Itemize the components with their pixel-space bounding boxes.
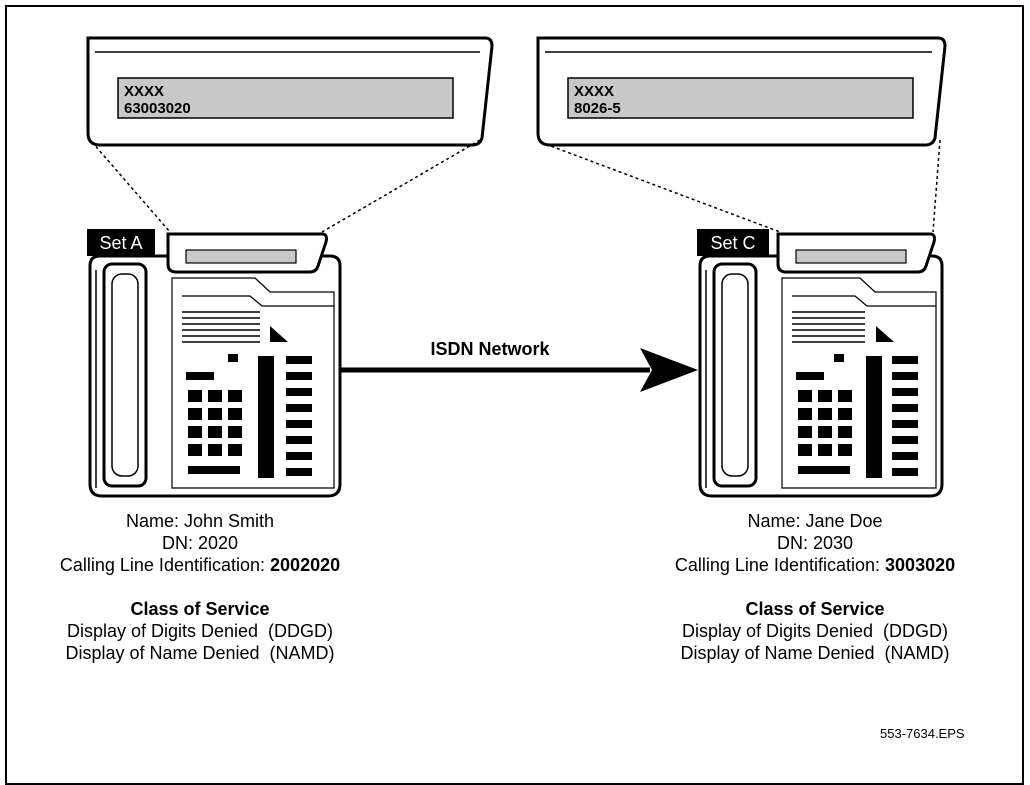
set-c-cos-title: Class of Service [745,599,885,619]
set-c-label-box [697,229,769,256]
set-c-caption: Name: Jane Doe DN: 2030 Calling Line Ide… [625,510,1005,664]
set-a-callout-line1: XXXX [124,83,164,100]
set-a-dn: 2020 [197,533,239,553]
set-a-caption: Name: John Smith DN: 2020 Calling Line I… [20,510,380,664]
set-a-label: Set A [99,233,142,253]
set-a-cli: 2002020 [270,555,341,575]
isdn-arrow-head [640,348,698,392]
set-a-dn-label: DN: [161,533,193,553]
set-a-name: John Smith [183,511,275,531]
set-c-callout-line2: 8026-5 [574,100,621,117]
network-label: ISDN Network [430,339,550,359]
set-a-cli-label: Calling Line Identification: [59,555,266,575]
set-a-cli-row: Calling Line Identification: 2002020 [20,554,380,576]
set-c-name-label: Name: [747,511,801,531]
set-c-display-callout: XXXX 8026-5 [536,36,947,147]
set-c-cli: 3003020 [885,555,956,575]
set-a-cos-title: Class of Service [130,599,270,619]
set-c-callout-screen [567,77,914,119]
set-c-dn-label: DN: [776,533,808,553]
set-c-label: Set C [710,233,755,253]
phone-set-c [698,232,944,498]
figure-id: 553-7634.EPS [880,726,965,741]
set-c-cos-item: Display of Name Denied (NAMD) [680,643,950,663]
set-c-zoom-line-right [932,139,941,233]
set-a-zoom-line-left [91,141,171,233]
set-c-cli-label: Calling Line Identification: [674,555,881,575]
set-c-name: Jane Doe [805,511,883,531]
set-a-callout-screen [117,77,454,119]
set-a-display-callout: XXXX 63003020 [86,36,494,147]
set-c-cli-row: Calling Line Identification: 3003020 [625,554,1005,576]
set-a-name-row: Name: John Smith [20,510,380,532]
set-c-zoom-line-left [539,141,781,233]
set-c-dn: 2030 [812,533,854,553]
set-a-cos-item: Display of Name Denied (NAMD) [65,643,335,663]
zoom-lines [91,139,941,233]
set-a-label-box [87,229,155,256]
set-a-dn-row: DN: 2020 [20,532,380,554]
set-a-zoom-line-right [321,139,481,233]
set-c-name-row: Name: Jane Doe [625,510,1005,532]
set-a-cos-item: Display of Digits Denied (DDGD) [66,621,334,641]
network-diagram: XXXX 63003020 XXXX 8026-5 [86,36,947,498]
set-a-callout-line2: 63003020 [124,100,191,117]
set-c-dn-row: DN: 2030 [625,532,1005,554]
set-c-callout-line1: XXXX [574,83,614,100]
phone-set-a [88,232,342,498]
set-a-name-label: Name: [125,511,179,531]
set-c-cos-item: Display of Digits Denied (DDGD) [681,621,949,641]
